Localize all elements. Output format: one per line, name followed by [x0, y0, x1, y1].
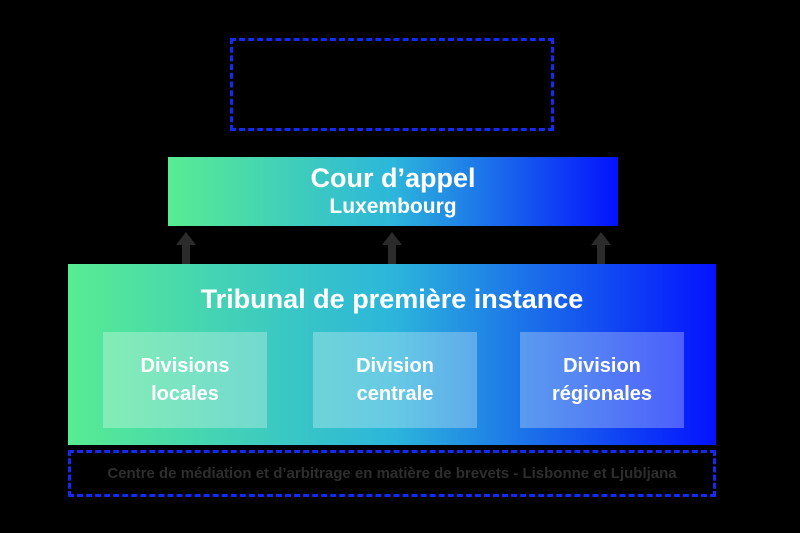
- division-label-line: Division: [563, 355, 641, 377]
- first-instance-title: Tribunal de première instance: [200, 284, 584, 314]
- division-card-locales: Divisions locales: [103, 332, 267, 428]
- division-card-regionales: Division régionales: [520, 332, 684, 428]
- appeal-court-box: Cour d’appel Luxembourg: [168, 157, 618, 226]
- division-label-line: centrale: [356, 383, 434, 405]
- up-arrow-icon: [382, 232, 402, 264]
- appeal-court-subtitle: Luxembourg: [329, 195, 457, 219]
- mediation-center-box: Centre de médiation et d’arbitrage en ma…: [68, 450, 716, 497]
- appeal-court-title: Cour d’appel: [310, 163, 476, 194]
- division-label-line: locales: [151, 383, 219, 405]
- division-card-centrale: Division centrale: [313, 332, 477, 428]
- division-label-line: Divisions: [140, 355, 230, 377]
- division-label-line: régionales: [551, 383, 653, 405]
- first-instance-box: Tribunal de première instance Divisions …: [68, 264, 716, 445]
- up-arrow-icon: [591, 232, 611, 264]
- top-placeholder-box: [230, 38, 554, 131]
- mediation-center-label: Centre de médiation et d’arbitrage en ma…: [107, 465, 677, 482]
- division-label-line: Division: [356, 355, 434, 377]
- up-arrow-icon: [176, 232, 196, 264]
